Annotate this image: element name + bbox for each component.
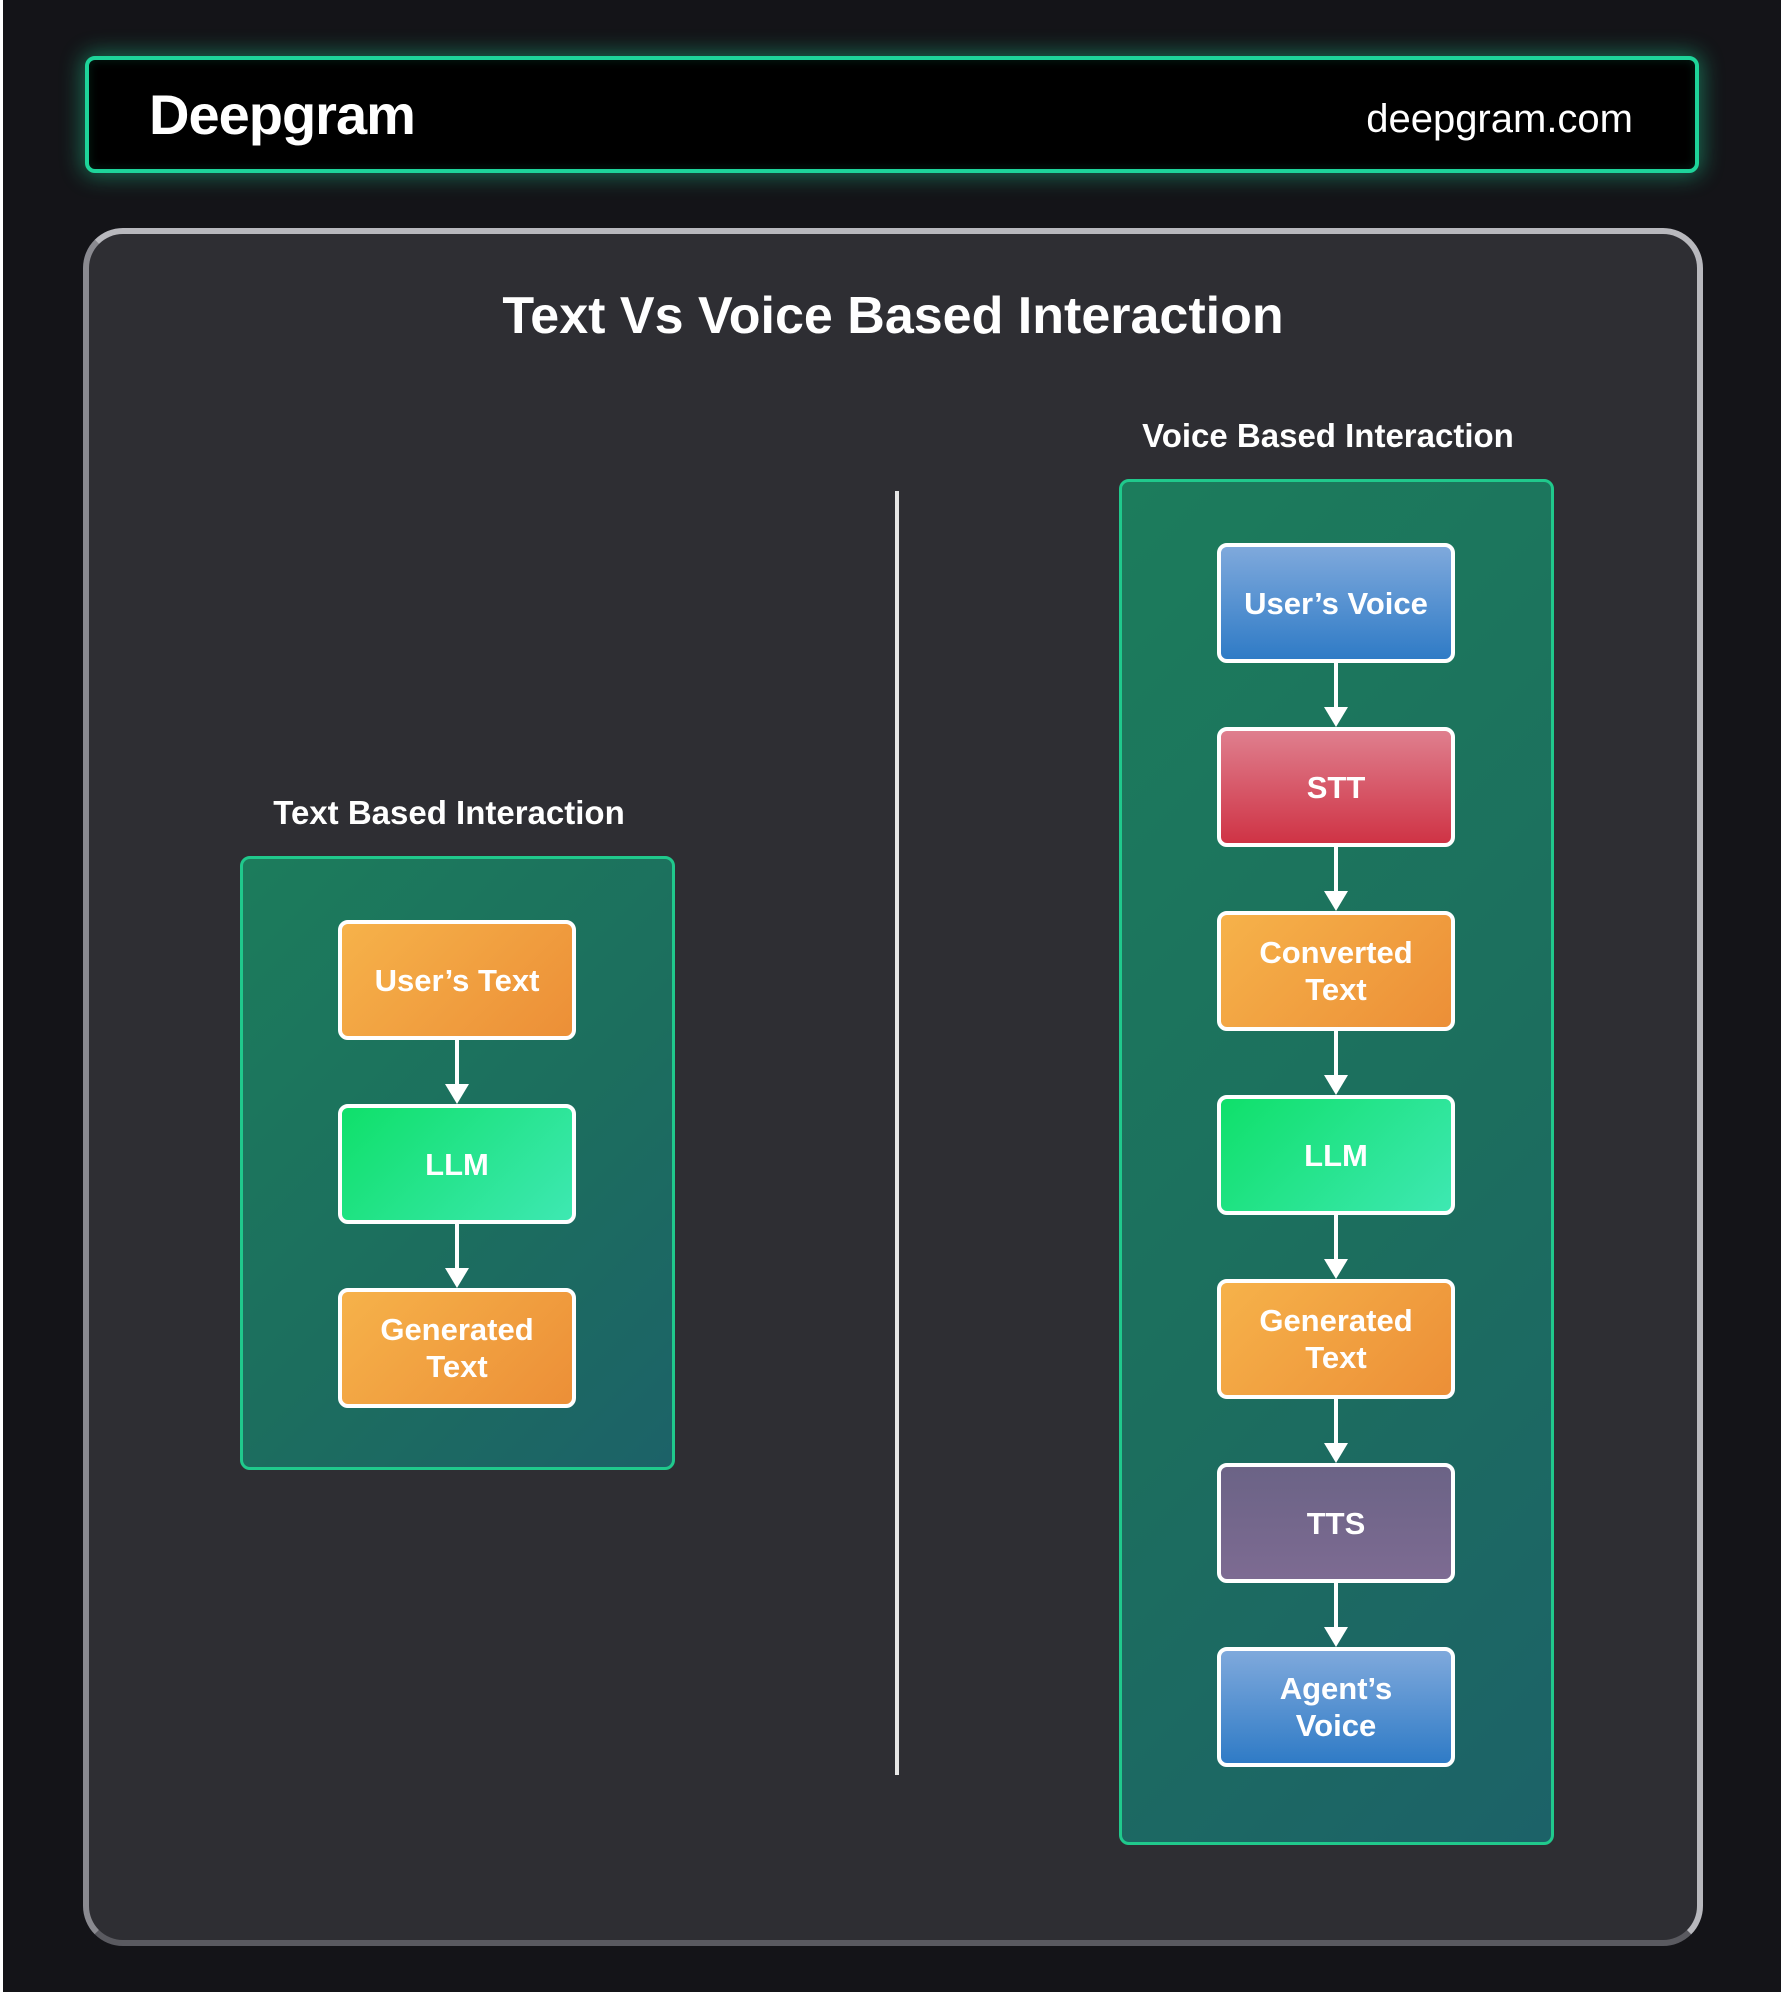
column-divider (895, 491, 899, 1775)
brand-header: Deepgram deepgram.com (85, 56, 1699, 173)
node-llm: LLM (338, 1104, 576, 1224)
arrow-down-icon (445, 1224, 469, 1288)
arrow-down-icon (1324, 663, 1348, 727)
arrow-down-icon (1324, 1215, 1348, 1279)
voice-flow-title: Voice Based Interaction (1142, 417, 1514, 454)
arrow-down-icon (1324, 1583, 1348, 1647)
node-llm-voice: LLM (1217, 1095, 1455, 1215)
website-link[interactable]: deepgram.com (1366, 97, 1633, 141)
deepgram-logo[interactable]: Deepgram (149, 83, 416, 146)
arrow-down-icon (1324, 1399, 1348, 1463)
page-background: Deepgram deepgram.com Text Vs Voice Base… (3, 0, 1781, 1992)
text-flow-title: Text Based Interaction (273, 794, 625, 831)
arrow-down-icon (445, 1040, 469, 1104)
diagram-title: Text Vs Voice Based Interaction (502, 287, 1284, 345)
arrow-down-icon (1324, 847, 1348, 911)
node-stt: STT (1217, 727, 1455, 847)
node-users-text: User’s Text (338, 920, 576, 1040)
diagram-card: Text Vs Voice Based Interaction Text Bas… (83, 228, 1703, 1946)
node-converted-text: Converted Text (1217, 911, 1455, 1031)
node-users-voice: User’s Voice (1217, 543, 1455, 663)
arrow-down-icon (1324, 1031, 1348, 1095)
node-generated-text: Generated Text (338, 1288, 576, 1408)
node-tts: TTS (1217, 1463, 1455, 1583)
node-generated-text-voice: Generated Text (1217, 1279, 1455, 1399)
node-agents-voice: Agent’s Voice (1217, 1647, 1455, 1767)
